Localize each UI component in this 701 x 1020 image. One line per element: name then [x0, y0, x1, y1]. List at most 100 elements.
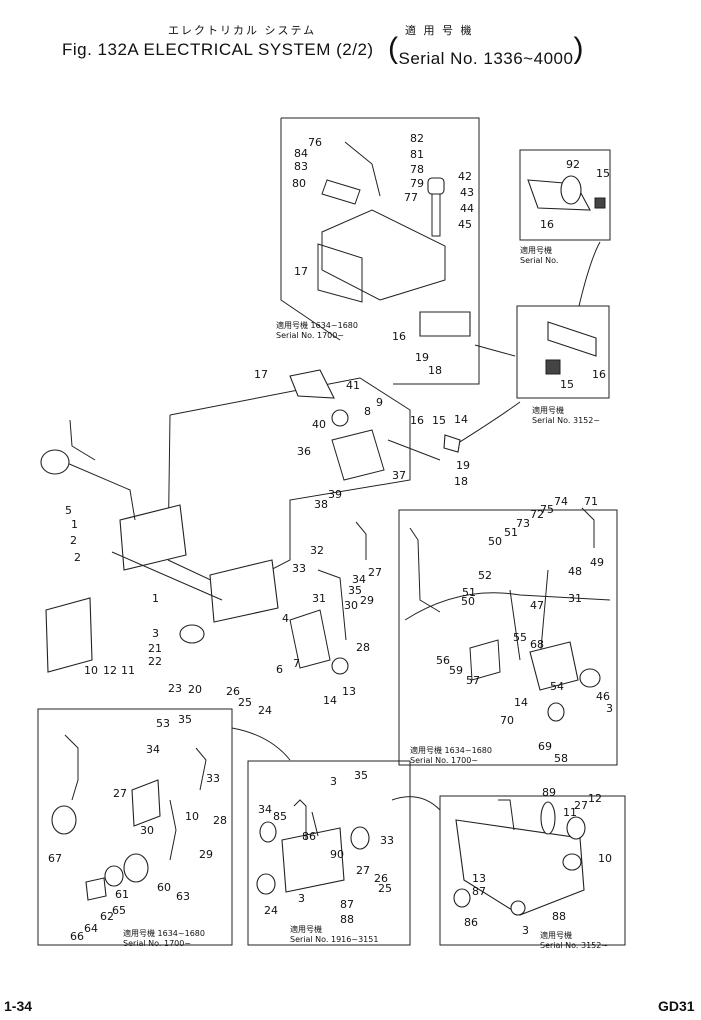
inset-frame-bottom-center: [247, 760, 411, 946]
plate-10: [45, 597, 93, 673]
part-number-label: 5: [65, 504, 72, 517]
paren-open: (: [388, 32, 399, 65]
part-number-label: 2: [74, 551, 81, 564]
part-number-label: 27: [356, 864, 370, 877]
part-number-label: 50: [461, 595, 475, 608]
part-number-label: 44: [460, 202, 474, 215]
part-number-label: 16: [540, 218, 554, 231]
part-number-label: 26: [374, 872, 388, 885]
lamp-10-br: [566, 816, 586, 840]
inset-frame-top-right: [519, 149, 611, 241]
part-number-label: 15: [596, 167, 610, 180]
bracket-16: [419, 311, 471, 337]
serial-range-text: Serial No. 1336~4000: [398, 49, 574, 68]
part-number-label: 37: [392, 469, 406, 482]
part-number-label: 26: [226, 685, 240, 698]
part-number-label: 33: [206, 772, 220, 785]
lamp-15: [594, 197, 606, 209]
part-number-label: 87: [472, 885, 486, 898]
part-number-label: 10: [598, 852, 612, 865]
part-number-label: 8: [364, 405, 371, 418]
cab-roof-panel: [321, 209, 446, 301]
bracket-86: [281, 827, 345, 893]
part-number-label: 69: [538, 740, 552, 753]
part-number-label: 14: [514, 696, 528, 709]
part-number-label: 68: [530, 638, 544, 651]
part-number-label: 24: [264, 904, 278, 917]
bracket-68: [529, 641, 579, 691]
part-number-label: 34: [146, 743, 160, 756]
bracket-36: [331, 429, 385, 481]
part-number-label: 80: [292, 177, 306, 190]
part-number-label: 86: [302, 830, 316, 843]
part-number-label: 25: [378, 882, 392, 895]
part-number-label: 3: [152, 627, 159, 640]
part-number-label: 25: [238, 696, 252, 709]
part-number-label: 23: [168, 682, 182, 695]
part-number-label: 19: [456, 459, 470, 472]
part-number-label: 83: [294, 160, 308, 173]
part-number-label: 33: [380, 834, 394, 847]
part-number-label: 52: [478, 569, 492, 582]
part-number-label: 59: [449, 664, 463, 677]
part-number-label: 45: [458, 218, 472, 231]
part-number-label: 42: [458, 170, 472, 183]
arrow-to-mid-right: [474, 344, 516, 357]
part-number-label: 65: [112, 904, 126, 917]
part-number-label: 86: [464, 916, 478, 929]
bracket-16-b: [547, 321, 597, 357]
part-number-label: 77: [404, 191, 418, 204]
battery-tray: [111, 551, 223, 601]
part-number-label: 87: [340, 898, 354, 911]
part-number-label: 1: [71, 518, 78, 531]
part-number-label: 3: [330, 775, 337, 788]
arrow-bottom-center: [391, 796, 441, 811]
headlamp-left: [40, 449, 70, 475]
arm-16: [387, 439, 441, 461]
lamp-13: [331, 657, 349, 675]
part-number-label: 13: [342, 685, 356, 698]
inset-frame-bottom-left: [37, 708, 233, 946]
bracket-80: [321, 179, 361, 205]
handle-left: [69, 419, 96, 461]
part-number-label: 53: [156, 717, 170, 730]
part-number-label: 38: [314, 498, 328, 511]
rod-47: [509, 589, 521, 661]
part-number-label: 72: [530, 508, 544, 521]
bracket-10-bl: [131, 779, 161, 827]
part-number-label: 90: [330, 848, 344, 861]
part-number-label: 3: [522, 924, 529, 937]
frame-86-br: [455, 819, 585, 916]
part-number-label: 89: [542, 786, 556, 799]
lamp-3-bl: [104, 865, 124, 887]
part-number-label: 14: [454, 413, 468, 426]
part-number-label: 18: [454, 475, 468, 488]
part-number-label: 12: [588, 792, 602, 805]
arrow-part16-to-mid-right: [454, 401, 521, 446]
part-number-label: 15: [432, 414, 446, 427]
part-number-label: 88: [552, 910, 566, 923]
battery-upper: [119, 504, 187, 571]
part-number-label: 57: [466, 674, 480, 687]
bottom-left-parts: [51, 734, 207, 901]
part-number-label: 17: [254, 368, 268, 381]
bracket-17: [317, 243, 363, 303]
part-number-label: 78: [410, 163, 424, 176]
headlamp-61: [51, 805, 77, 835]
part-number-label: 49: [590, 556, 604, 569]
handle-br: [498, 799, 515, 831]
part-number-label: 7: [293, 657, 300, 670]
lamp-pole: [431, 193, 441, 237]
rod-31-right: [539, 569, 549, 661]
part-number-label: 54: [550, 680, 564, 693]
part-number-label: 63: [176, 890, 190, 903]
part-number-label: 35: [348, 584, 362, 597]
lamp-27-br: [540, 801, 556, 835]
part-number-label: 10: [185, 810, 199, 823]
part-number-label: 64: [84, 922, 98, 935]
